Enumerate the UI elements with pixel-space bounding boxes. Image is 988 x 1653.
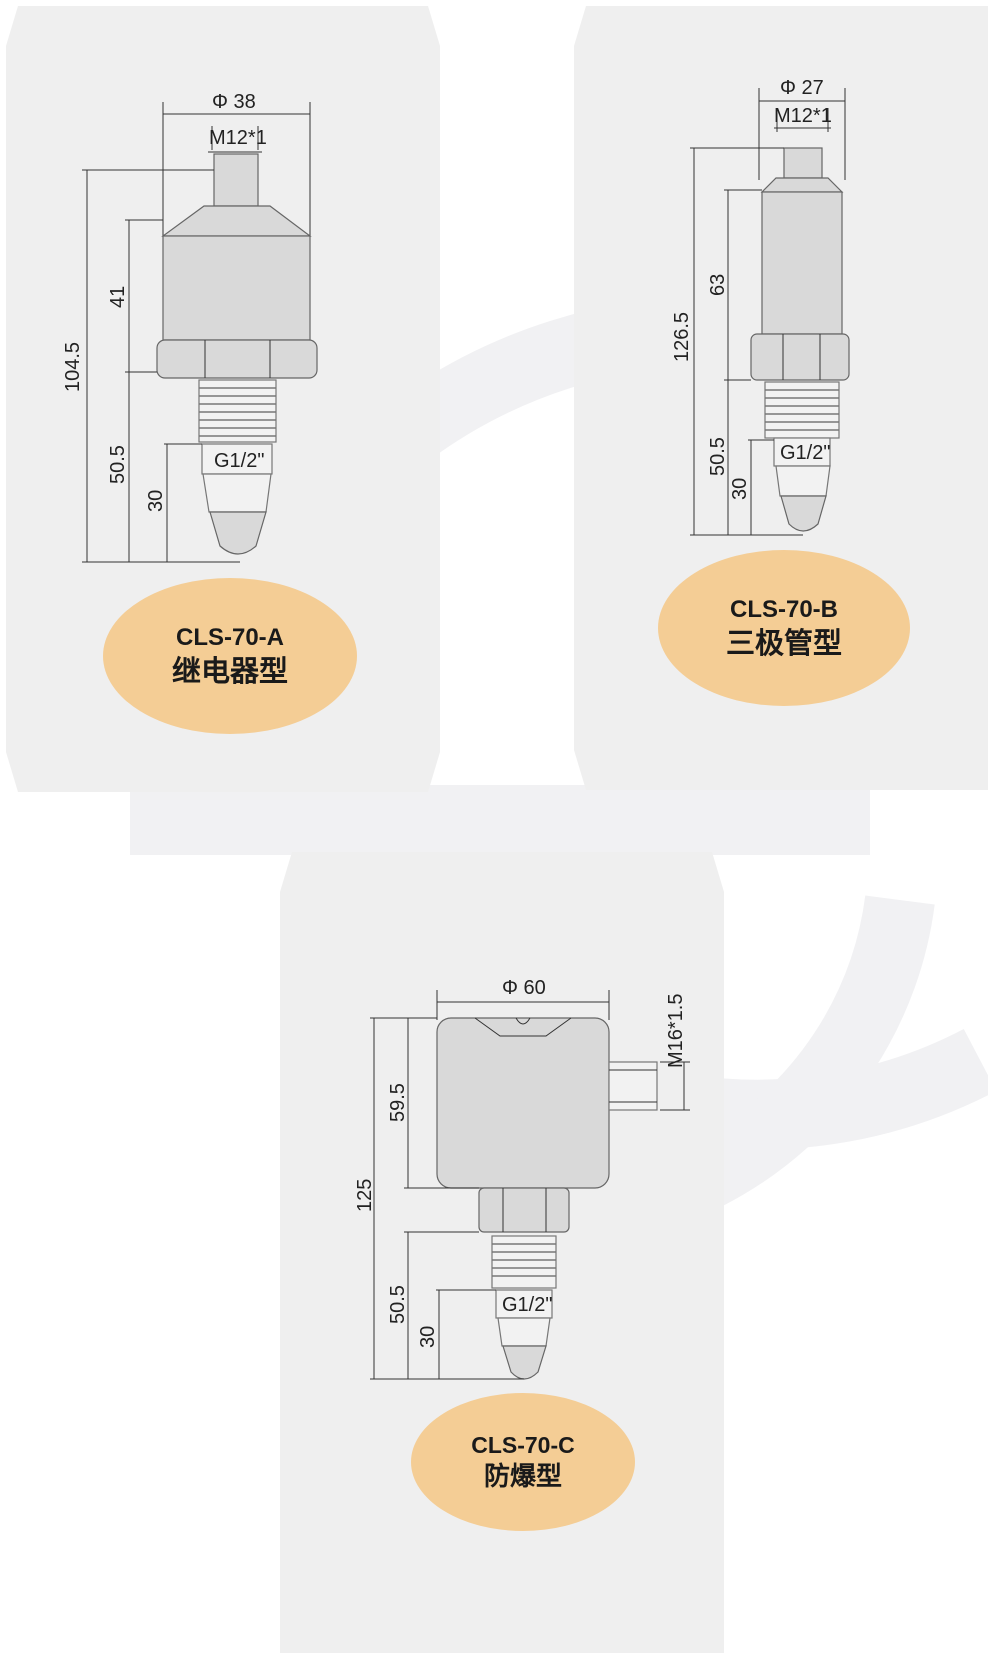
drawing-b: Φ 27 M12*1 G1/2" 126.5 63 50.5 30 bbox=[671, 77, 850, 536]
drawing-a: Φ 38 M12*1 G1/2" 104.5 41 50.5 30 bbox=[62, 91, 318, 563]
process-thread-label-a: G1/2" bbox=[214, 450, 264, 472]
model-name-a: CLS-70-A bbox=[175, 624, 284, 652]
connector-label-a: M12*1 bbox=[209, 127, 267, 149]
body-length-label-a: 41 bbox=[107, 286, 129, 308]
model-badge-a: CLS-70-A 继电器型 bbox=[103, 578, 357, 734]
process-thread-label-b: G1/2" bbox=[780, 442, 830, 464]
connector-label-b: M12*1 bbox=[774, 105, 832, 127]
total-length-label-a: 104.5 bbox=[62, 342, 84, 392]
total-length-label-c: 125 bbox=[354, 1179, 376, 1212]
diameter-label-b: Φ 27 bbox=[780, 77, 824, 99]
total-length-label-b: 126.5 bbox=[671, 312, 693, 362]
model-name-c: CLS-70-C bbox=[471, 1431, 575, 1458]
body-length-label-c: 59.5 bbox=[387, 1083, 409, 1122]
model-type-a: 继电器型 bbox=[171, 654, 288, 689]
diameter-label-a: Φ 38 bbox=[212, 91, 256, 113]
model-type-b: 三极管型 bbox=[725, 626, 842, 661]
body-length-label-b: 63 bbox=[707, 274, 729, 296]
process-thread-label-c: G1/2" bbox=[502, 1294, 552, 1316]
model-name-b: CLS-70-B bbox=[729, 596, 838, 624]
probe-length-label-c: 30 bbox=[417, 1326, 439, 1348]
model-type-c: 防爆型 bbox=[483, 1461, 562, 1492]
diameter-label-c: Φ 60 bbox=[502, 977, 546, 999]
probe-length-label-b: 30 bbox=[729, 478, 751, 500]
cable-thread-label-c: M16*1.5 bbox=[665, 994, 687, 1069]
model-badge-b: CLS-70-B 三极管型 bbox=[658, 550, 910, 706]
thread-section-label-a: 50.5 bbox=[107, 445, 129, 484]
thread-section-label-c: 50.5 bbox=[387, 1285, 409, 1324]
probe-length-label-a: 30 bbox=[145, 490, 167, 512]
thread-section-label-b: 50.5 bbox=[707, 437, 729, 476]
model-badge-c: CLS-70-C 防爆型 bbox=[411, 1393, 635, 1531]
